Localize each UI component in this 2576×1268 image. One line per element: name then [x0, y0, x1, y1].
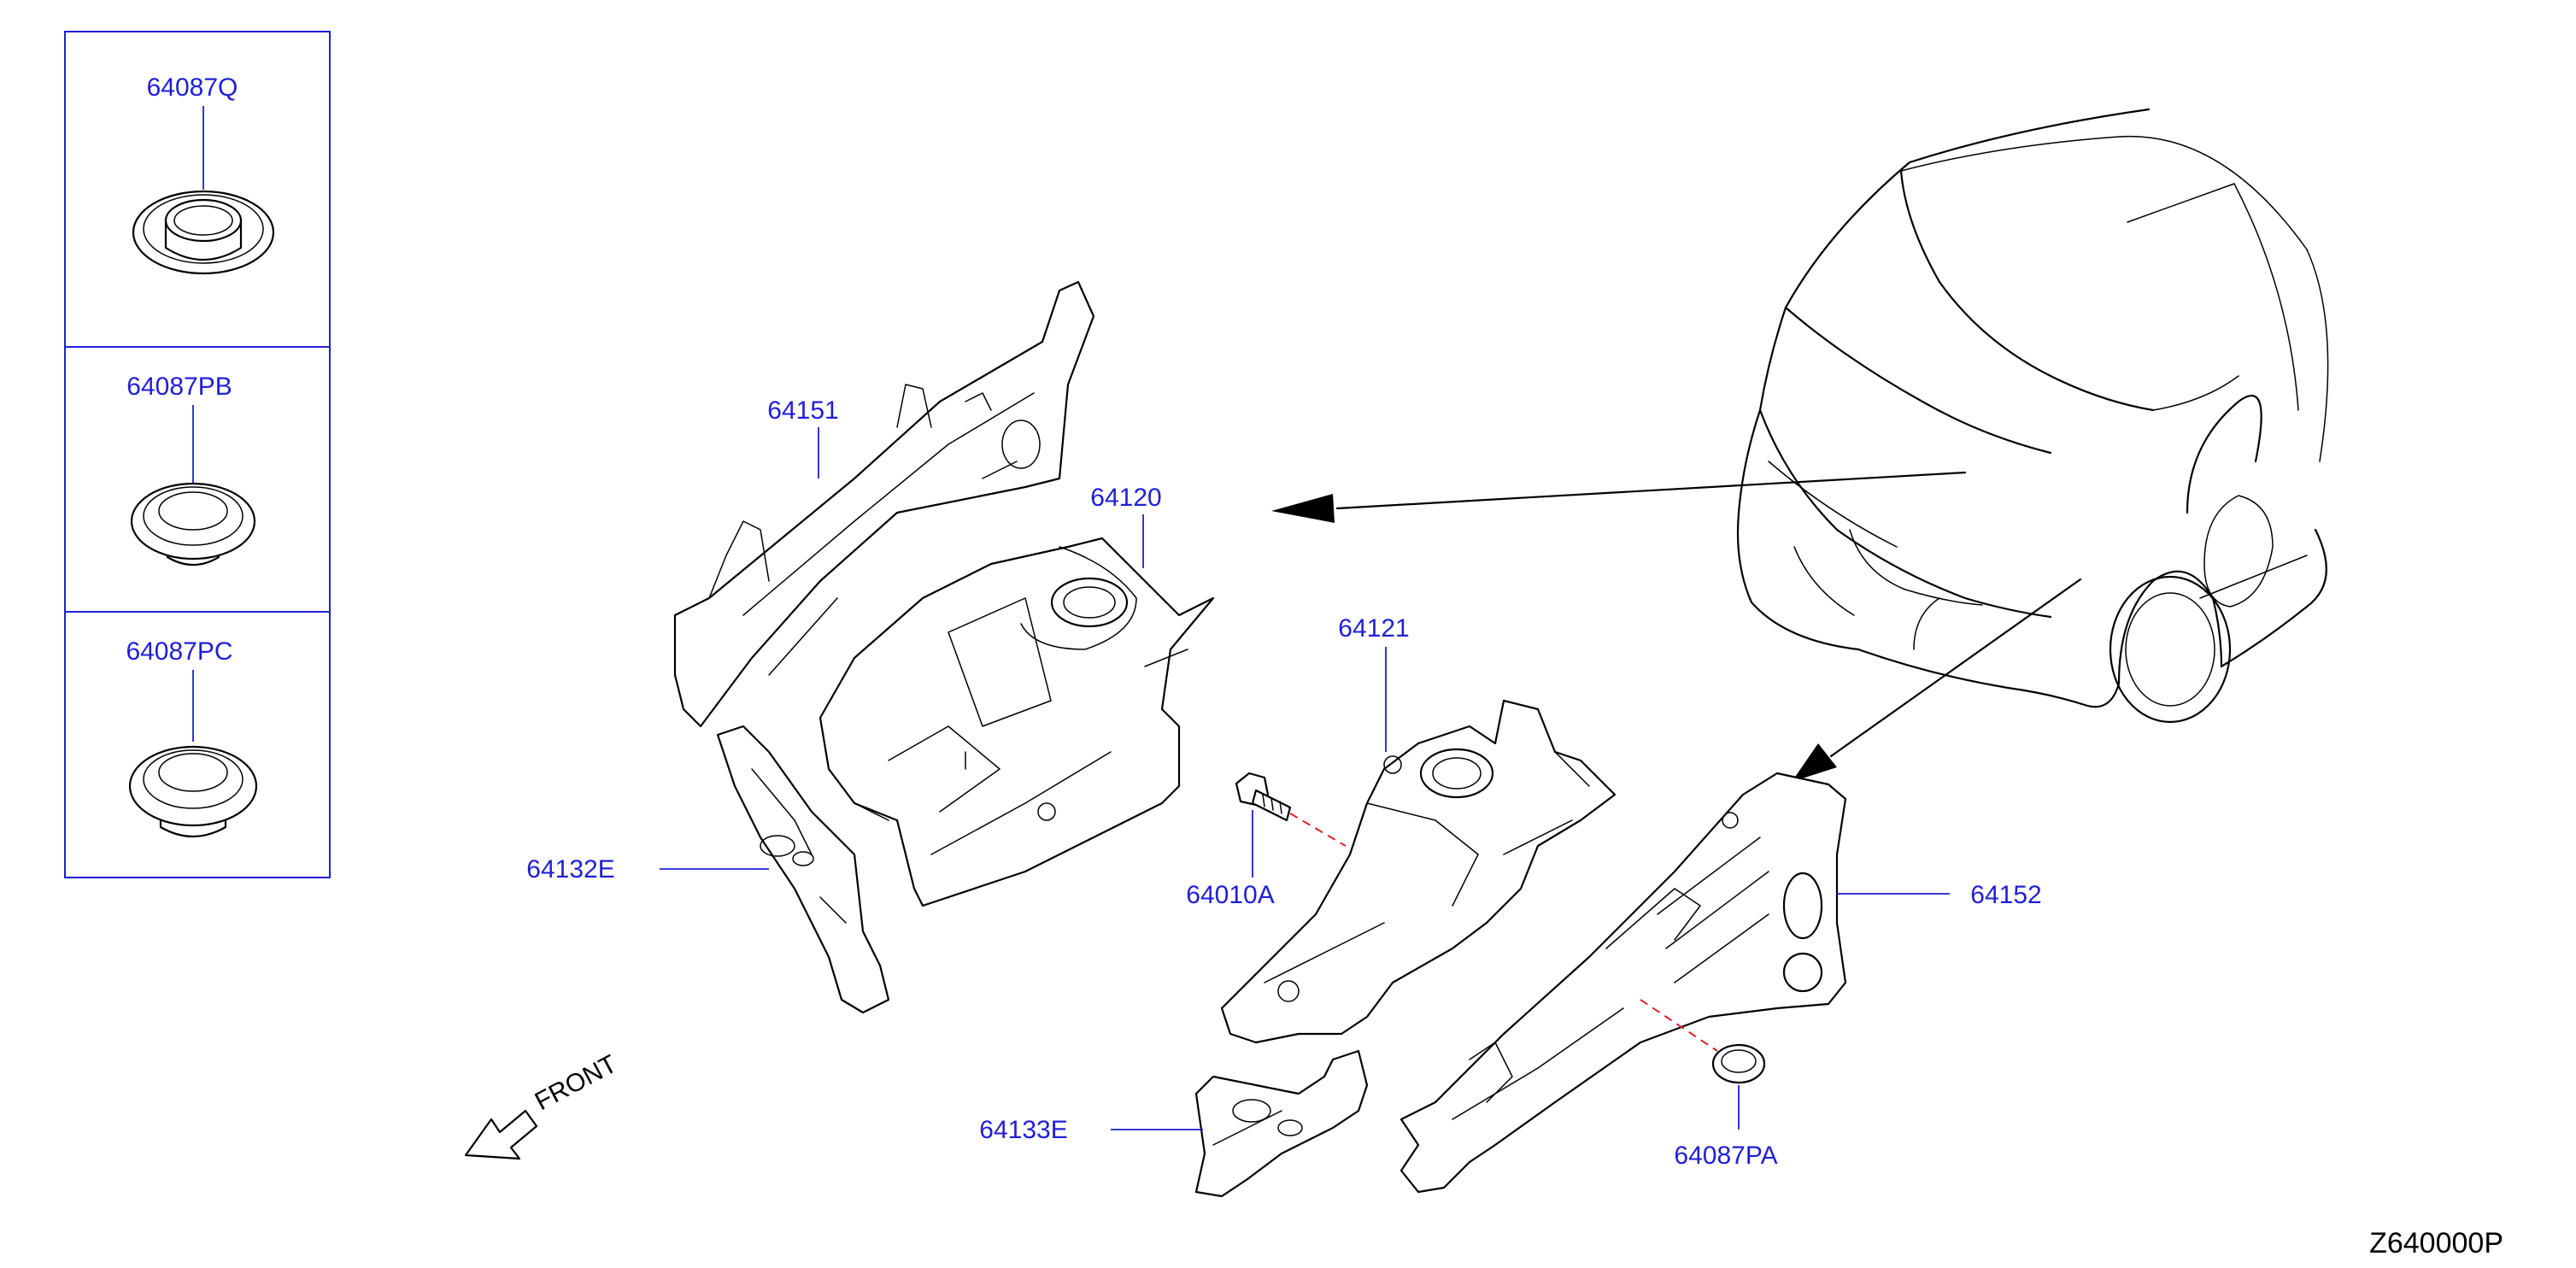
part-64151-hoodledge-upper[interactable] — [673, 280, 1095, 728]
callout-64121[interactable]: 64121 — [1338, 614, 1410, 752]
inset-panel: 64087Q 64087PB 64087PC — [64, 31, 331, 878]
part-64087pa-grommet[interactable]: 64087PA — [1640, 999, 1778, 1170]
part-64120-strut-housing-left[interactable] — [819, 537, 1215, 907]
pointer-arrows — [1271, 471, 2082, 782]
front-arrow-icon — [464, 1109, 538, 1160]
grommet-plug-icon — [132, 190, 275, 275]
callout-64151[interactable]: 64151 — [767, 396, 839, 478]
callout-64152[interactable]: 64152 — [1837, 881, 2042, 909]
inset-item-64087q[interactable]: 64087Q — [132, 73, 275, 275]
grommet-plug-icon — [128, 745, 258, 838]
inset-item-64087pc[interactable]: 64087PC — [126, 637, 258, 838]
part-number-label: 64120 — [1090, 484, 1161, 512]
inset-item-64087pb[interactable]: 64087PB — [126, 373, 256, 566]
part-number-label: 64087PA — [1674, 1142, 1777, 1170]
part-number-label: 64087Q — [147, 73, 238, 102]
part-number-label: 64152 — [1970, 881, 2041, 909]
part-number-label: 64151 — [767, 396, 838, 425]
part-number-label: 64121 — [1338, 614, 1409, 643]
part-64132e-bracket[interactable] — [716, 725, 890, 1014]
callout-64120[interactable]: 64120 — [1090, 484, 1162, 568]
front-direction-indicator: FRONT — [464, 1050, 622, 1160]
grommet-plug-icon — [1711, 1043, 1766, 1084]
part-number-label: 64087PC — [126, 637, 232, 666]
part-64010a-bolt[interactable]: 64010A — [1186, 772, 1347, 909]
part-number-label: 64087PB — [126, 373, 232, 401]
vehicle-outline-icon — [1736, 108, 2329, 724]
inset-frame — [64, 31, 331, 878]
bolt-icon — [1235, 772, 1292, 822]
part-number-label: 64132E — [526, 855, 614, 883]
part-number-label: 64010A — [1186, 881, 1274, 909]
part-64152-hoodledge-lower[interactable] — [1399, 772, 1847, 1194]
part-64121-strut-housing-right[interactable] — [1220, 699, 1617, 1044]
callout-64132e[interactable]: 64132E — [526, 855, 769, 883]
callout-64133e[interactable]: 64133E — [979, 1116, 1203, 1144]
diagram-code: Z640000P — [2369, 1227, 2503, 1259]
part-64133e-bracket[interactable] — [1194, 1049, 1369, 1198]
part-number-label: 64133E — [979, 1116, 1067, 1144]
front-label: FRONT — [531, 1050, 622, 1117]
grommet-plug-icon — [130, 482, 256, 566]
